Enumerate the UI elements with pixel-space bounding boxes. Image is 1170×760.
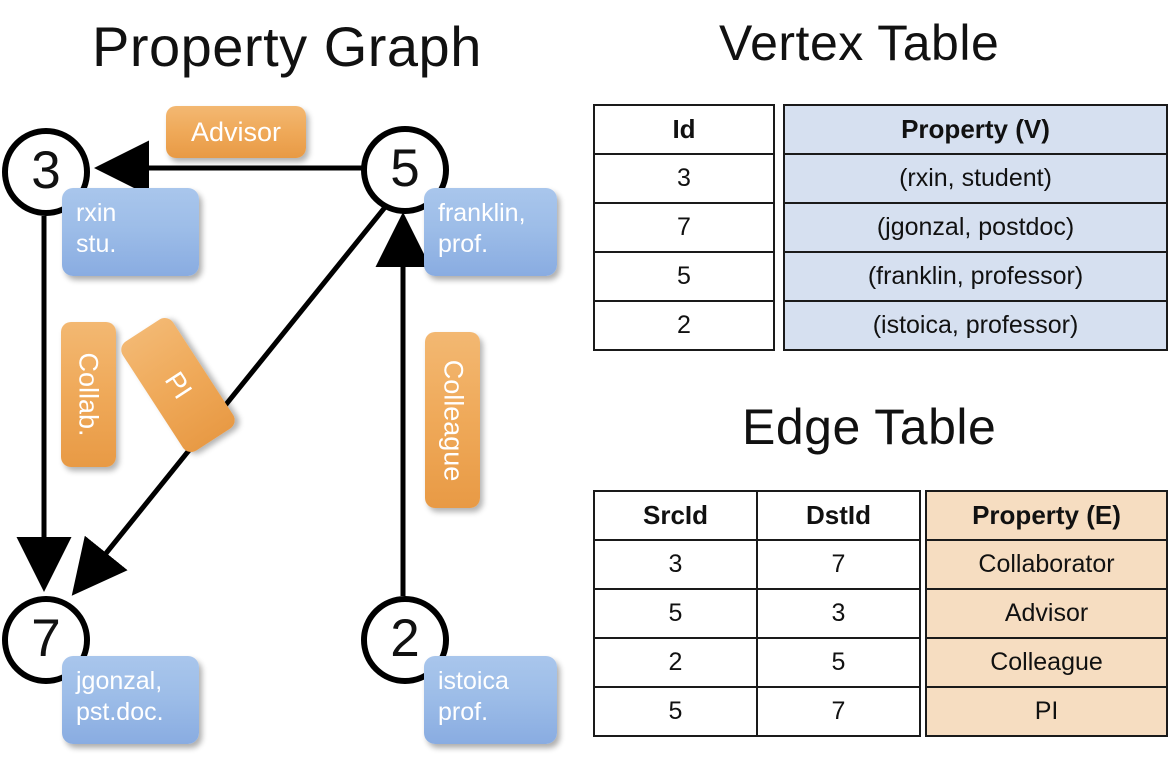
table-row: Property (V) — [783, 104, 1168, 155]
node-property-rxin-line2: stu. — [76, 229, 117, 258]
edge-table-header-srcid: SrcId — [593, 490, 758, 541]
graph-node-5[interactable]: 5 — [361, 126, 449, 214]
node-property-box-jgonzal[interactable]: jgonzal, pst.doc. — [62, 656, 199, 744]
node-property-jgonzal-line1: jgonzal, — [76, 667, 163, 695]
table-row: (jgonzal, postdoc) — [783, 202, 1168, 253]
node-property-istoica-line2: prof. — [438, 697, 489, 726]
vertex-cell-id: 2 — [593, 300, 775, 351]
table-row: Collaborator — [925, 539, 1168, 590]
edge-label-colleague[interactable]: Colleague — [425, 332, 480, 508]
node-property-rxin-line1: rxin — [76, 199, 117, 227]
table-row: 7 — [593, 202, 775, 253]
table-row: 3 7 — [593, 539, 921, 590]
vertex-cell-id: 7 — [593, 202, 775, 253]
table-row: Property (E) — [925, 490, 1168, 541]
edge-cell-property: Advisor — [925, 588, 1168, 639]
edge-label-advisor-text: Advisor — [190, 116, 282, 147]
edge-label-pi-text: PI — [158, 365, 198, 404]
table-row: PI — [925, 686, 1168, 737]
edge-cell-srcid: 3 — [593, 539, 758, 590]
edge-label-collab[interactable]: Collab. — [61, 322, 116, 467]
table-row: 3 — [593, 153, 775, 204]
edge-label-collab-text: Collab. — [74, 352, 105, 437]
table-row: Advisor — [925, 588, 1168, 639]
vertex-table-header-id: Id — [593, 104, 775, 155]
vertex-table-id-column: Id 3 7 5 2 — [593, 104, 775, 351]
vertex-cell-property: (jgonzal, postdoc) — [783, 202, 1168, 253]
graph-edges-svg — [16, 140, 431, 596]
edge-label-colleague-text: Colleague — [438, 359, 468, 481]
graph-node-2-label: 2 — [390, 608, 420, 668]
table-row: (franklin, professor) — [783, 251, 1168, 302]
table-row: 5 3 — [593, 588, 921, 639]
edge-cell-dstid: 5 — [756, 637, 921, 688]
vertex-cell-property: (rxin, student) — [783, 153, 1168, 204]
vertex-table-property-column: Property (V) (rxin, student) (jgonzal, p… — [783, 104, 1168, 351]
edge-cell-dstid: 7 — [756, 686, 921, 737]
graph-node-7-label: 7 — [31, 608, 61, 668]
graph-node-2[interactable]: 2 — [361, 596, 449, 684]
edge-cell-srcid: 2 — [593, 637, 758, 688]
table-row: (istoica, professor) — [783, 300, 1168, 351]
table-row: SrcId DstId — [593, 490, 921, 541]
property-graph-panel: Property Graph 3 5 7 — [2, 15, 557, 744]
edge-table-property-column: Property (E) Collaborator Advisor Collea… — [925, 490, 1168, 737]
edge-table-title: Edge Table — [742, 399, 997, 455]
vertex-cell-property: (istoica, professor) — [783, 300, 1168, 351]
table-row: 2 5 — [593, 637, 921, 688]
edge-cell-property: Colleague — [925, 637, 1168, 688]
vertex-cell-id: 3 — [593, 153, 775, 204]
edge-5-to-7 — [71, 204, 388, 596]
table-row: Colleague — [925, 637, 1168, 688]
edge-cell-property: PI — [925, 686, 1168, 737]
node-property-franklin-line1: franklin, — [438, 199, 526, 227]
edge-label-advisor[interactable]: Advisor — [166, 106, 306, 158]
node-property-jgonzal-line2: pst.doc. — [76, 697, 164, 726]
edge-table-header-property: Property (E) — [925, 490, 1168, 541]
vertex-cell-id: 5 — [593, 251, 775, 302]
node-property-box-rxin[interactable]: rxin stu. — [62, 188, 199, 276]
edge-table-header-dstid: DstId — [756, 490, 921, 541]
edge-cell-dstid: 3 — [756, 588, 921, 639]
table-row: 5 7 — [593, 686, 921, 737]
table-row: (rxin, student) — [783, 153, 1168, 204]
vertex-cell-property: (franklin, professor) — [783, 251, 1168, 302]
node-property-istoica-line1: istoica — [438, 667, 509, 695]
table-row: Id — [593, 104, 775, 155]
edge-cell-srcid: 5 — [593, 588, 758, 639]
edge-cell-dstid: 7 — [756, 539, 921, 590]
graph-node-3-label: 3 — [31, 140, 61, 200]
vertex-table-header-property: Property (V) — [783, 104, 1168, 155]
edge-cell-property: Collaborator — [925, 539, 1168, 590]
table-row: 2 — [593, 300, 775, 351]
table-row: 5 — [593, 251, 775, 302]
node-property-box-istoica[interactable]: istoica prof. — [424, 656, 557, 744]
property-graph-title: Property Graph — [92, 15, 482, 78]
node-property-franklin-line2: prof. — [438, 229, 489, 258]
edge-table-id-columns: SrcId DstId 3 7 5 3 2 5 5 7 — [593, 490, 921, 737]
vertex-table-title: Vertex Table — [719, 15, 1000, 71]
graph-node-5-label: 5 — [390, 138, 420, 198]
edge-cell-srcid: 5 — [593, 686, 758, 737]
node-property-box-franklin[interactable]: franklin, prof. — [424, 188, 557, 276]
